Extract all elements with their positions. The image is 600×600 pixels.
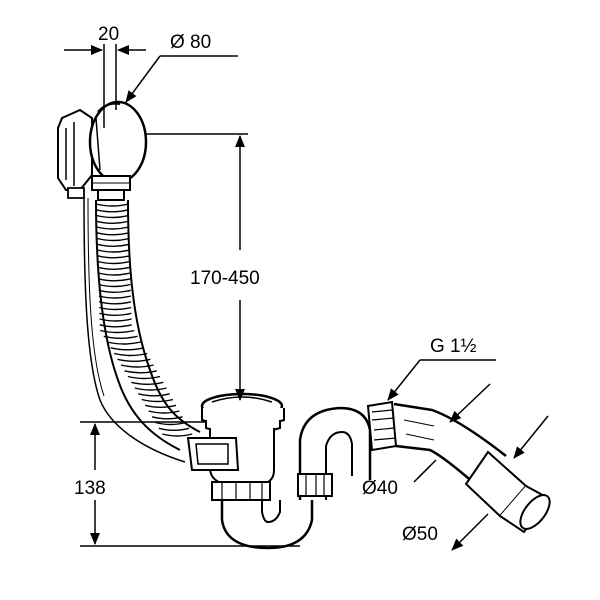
dimension-diameter-80 [125, 55, 238, 103]
trap-bend [220, 406, 372, 550]
dimension-height-138 [80, 421, 300, 547]
dimension-diameter-40 [413, 383, 491, 483]
label-diameter-80: Ø 80 [170, 32, 211, 53]
corrugated-hose [83, 197, 201, 463]
dimension-diameter-50 [451, 415, 549, 551]
dimension-height-range [146, 133, 248, 401]
label-height-138: 138 [74, 478, 106, 499]
label-width-20: 20 [98, 24, 119, 45]
waste-valve [186, 392, 285, 501]
label-diameter-40: Ø40 [362, 478, 398, 499]
outlet-pipe [366, 400, 551, 534]
overflow-head [57, 100, 148, 201]
dimension-20 [64, 44, 146, 128]
label-thread: G 1½ [430, 336, 477, 357]
label-height-range: 170-450 [190, 268, 260, 289]
label-diameter-50: Ø50 [402, 524, 438, 545]
dimension-thread [387, 359, 496, 401]
